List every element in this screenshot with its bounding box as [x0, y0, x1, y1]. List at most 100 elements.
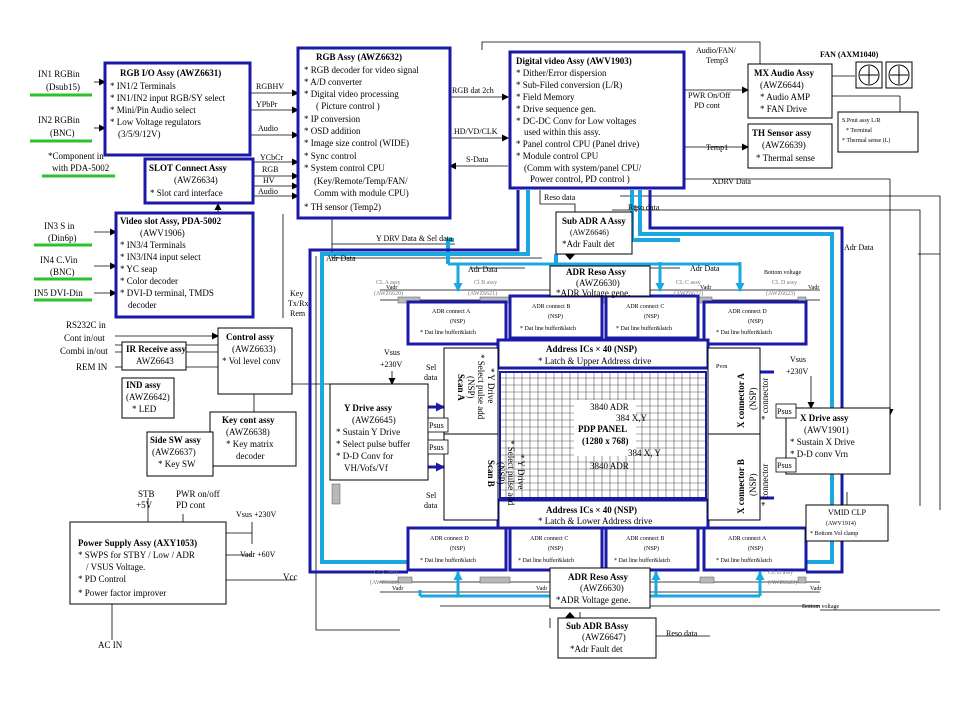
- xconn-b-line: * connector: [760, 464, 770, 506]
- adr-connect-label: * Dat line buffer&latch: [716, 557, 772, 564]
- rgbio-line: * Low Voltage regulators: [110, 117, 201, 127]
- vadr-label: Vadr: [810, 586, 821, 592]
- ycbcr-label: YCbCr: [260, 153, 283, 162]
- adr-data-label: Adr Data: [326, 254, 356, 263]
- psus-label: Psus: [429, 443, 444, 452]
- digital-line: * Panel control CPU (Panel drive): [516, 139, 639, 149]
- rgbio-line: (3/5/9/12V): [118, 129, 161, 139]
- pvrn-label: Pvrn: [716, 364, 727, 370]
- ydrive-line: * D-D Conv for: [336, 451, 393, 461]
- pwr-label-a: PWR on/off: [176, 489, 220, 499]
- scan-a-title: Scan A: [456, 374, 466, 401]
- ind-line: (AWZ6642): [126, 392, 170, 402]
- digital-line: (Comm with system/panel CPU/: [524, 163, 642, 173]
- v230-label: +230V: [380, 360, 403, 369]
- rgb-line: * Image size control (WIDE): [304, 138, 409, 148]
- digital-line: * Module control CPU: [516, 151, 599, 161]
- pdp-resolution: (1280 x 768): [582, 436, 629, 446]
- rgb-io-assy-box: [103, 61, 252, 157]
- subadr-b-line: (AWZ6647): [582, 632, 626, 642]
- rgbdat-label: RGB dat 2ch: [452, 86, 494, 95]
- rgb-line: ( Picture control ): [316, 101, 380, 111]
- rgb-line: * IP conversion: [304, 114, 361, 124]
- adr-connect-label: ADR connect C: [530, 536, 568, 542]
- spout-line: S.Pout assy L/R: [842, 118, 881, 124]
- rgb-line: * Sync control: [304, 151, 357, 161]
- hdvd-label: HD/VD/CLK: [454, 127, 498, 136]
- sdata-label: S-Data: [466, 155, 489, 164]
- navy-bus: [308, 190, 844, 574]
- remin-label: REM IN: [76, 362, 108, 372]
- scan-a-line: * Y Drive: [486, 368, 496, 403]
- rgb-title: RGB Assy (AWZ6632): [316, 52, 402, 62]
- xdrive-title: X Drive assy: [800, 413, 849, 423]
- digital-line: used within this assy.: [524, 127, 600, 137]
- adrreso-bot-title: ADR Reso Assy: [568, 572, 629, 582]
- rs232-label-b: Cont in/out: [64, 333, 105, 343]
- rgb-line: * OSD addition: [304, 126, 361, 136]
- in5-label: IN5 DVI-Din: [34, 288, 83, 298]
- adr-connect-label: ADR connect D: [728, 309, 767, 315]
- power-title: Power Supply Assy (AXY1053): [78, 538, 197, 548]
- xdrive-line: * Sustain X Drive: [790, 437, 855, 447]
- subadr-a-title: Sub ADR A Assy: [562, 216, 626, 226]
- key-label-c: Rem: [290, 309, 306, 318]
- address-bot-line: * Latch & Lower Address drive: [538, 516, 652, 526]
- pwr-label-b: PD cont: [176, 500, 206, 510]
- adr-connect-top-c-box: [604, 294, 700, 340]
- digital-line: * DC-DC Conv for Low voltages: [516, 116, 637, 126]
- adr-connect-label: (NSP): [644, 545, 659, 552]
- reso-data-label: Reso data: [544, 193, 576, 202]
- video-slot-line: (AWV1906): [140, 228, 185, 238]
- stb-label: STB: [138, 489, 155, 499]
- adr-connect-label: ADR connect A: [728, 536, 767, 542]
- adr-connect-bot-d-box: [406, 526, 508, 572]
- vadr-label: Vadr: [392, 586, 403, 592]
- xdrive-line: * D-D conv Vrn: [790, 449, 849, 459]
- acin-label: AC IN: [98, 640, 123, 650]
- adrreso-bot-line: (AWZ6630): [580, 583, 624, 593]
- key-label-b: Tx/Rx: [288, 299, 308, 308]
- video-slot-line: * Color decoder: [120, 276, 178, 286]
- reso-data-label: Reso data: [628, 203, 660, 212]
- adr-connect-top-d-box: [702, 300, 808, 346]
- keycont-line: * Key matrix: [226, 439, 274, 449]
- video-slot-assy-box: [114, 211, 255, 319]
- slot-connect-assy-box: [143, 157, 255, 205]
- keycont-line: (AWZ6638): [226, 427, 270, 437]
- subadr-a-line: *Adr Fault det: [562, 239, 615, 249]
- audiofan-label-b: Temp3: [706, 56, 728, 65]
- sidesw-title: Side SW assy: [150, 435, 201, 445]
- adr-data-label: Adr Data: [690, 264, 720, 273]
- sidesw-line: * Key SW: [158, 459, 196, 469]
- adr-connect-label: * Dat line buffer&latch: [420, 329, 476, 336]
- digital-line: * Field Memory: [516, 92, 575, 102]
- video-slot-line: * YC seap: [120, 264, 158, 274]
- keycont-title: Key cont assy: [222, 415, 275, 425]
- video-slot-line: * DVI-D terminal, TMDS: [120, 288, 214, 298]
- mxaudio-line: * FAN Drive: [760, 104, 807, 114]
- audio2-label: Audio: [258, 187, 278, 196]
- psus-label: Psus: [777, 407, 792, 416]
- adr-connect-label: (NSP): [644, 313, 659, 320]
- rgbio-line: * Mini/Pin Audio select: [110, 105, 196, 115]
- adr-connect-label: (NSP): [548, 545, 563, 552]
- scan-b-line: (NSP): [496, 462, 506, 485]
- vsus-out-label: Vsus +230V: [236, 510, 277, 519]
- xconn-b-title: X connector B: [736, 459, 746, 514]
- psus-label: Psus: [429, 421, 444, 430]
- audiofan-label-a: Audio/FAN/: [696, 46, 737, 55]
- scan-b-line: * Select pulse add: [506, 440, 516, 506]
- plus5v-label: +5V: [136, 500, 153, 510]
- rgbio-line: * IN1/IN2 input RGB/SY select: [110, 93, 226, 103]
- in1-label-a: IN1 RGBin: [38, 69, 80, 79]
- adr-connect-label: ADR connect A: [432, 309, 471, 315]
- in4-label-a: IN4 C.Vin: [40, 255, 78, 265]
- component-label-b: with PDA-5002: [52, 163, 109, 173]
- spout-line: * Terminal: [846, 128, 872, 134]
- adr-connect-bot-a-box: [702, 526, 808, 572]
- xdrv-label: XDRV Data: [712, 177, 751, 186]
- v230-label: +230V: [786, 367, 809, 376]
